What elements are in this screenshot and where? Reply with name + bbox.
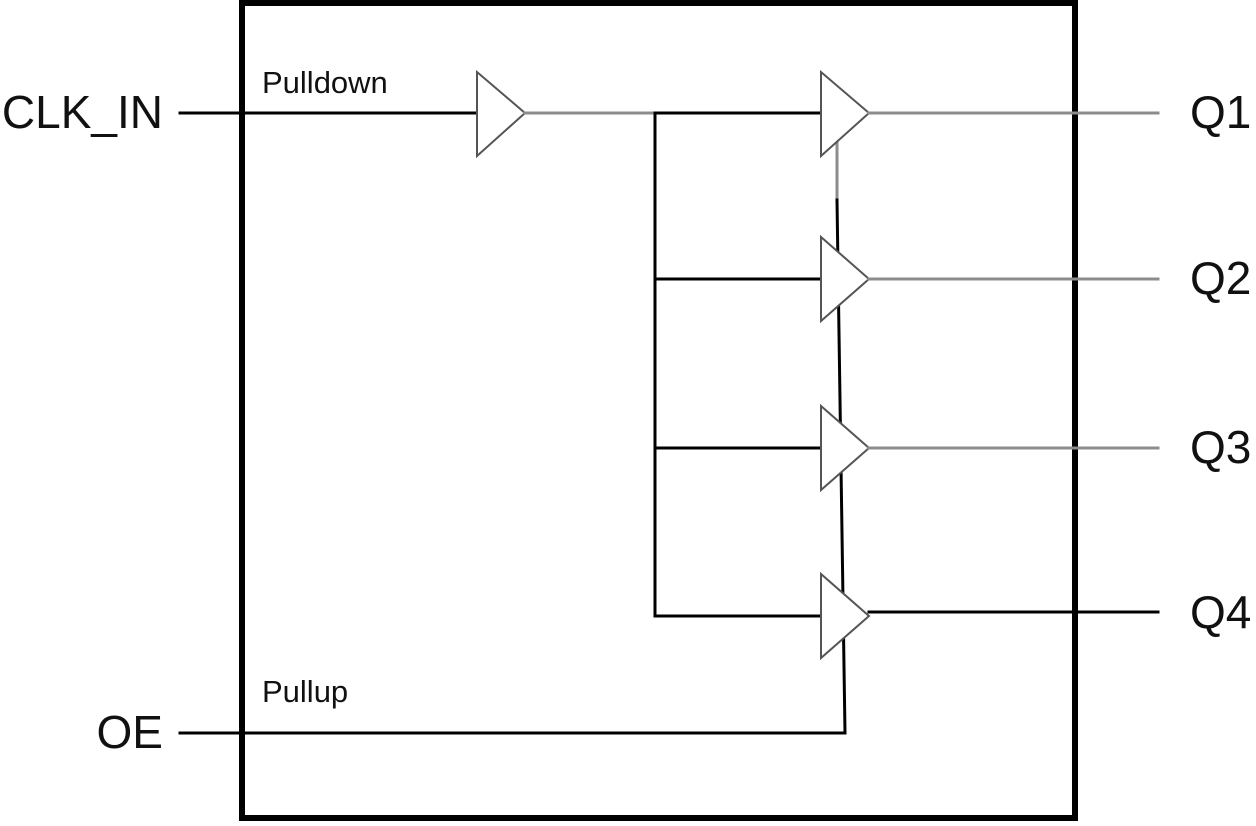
output-label-q4: Q4	[1190, 586, 1251, 638]
clk-in-label: CLK_IN	[2, 86, 163, 138]
pulldown-label: Pulldown	[262, 65, 388, 100]
input-buffer	[476, 69, 527, 159]
output-label-q2: Q2	[1190, 252, 1251, 304]
oe-label: OE	[97, 706, 163, 758]
output-buffer-q4	[820, 571, 871, 661]
output-label-q3: Q3	[1190, 421, 1251, 473]
output-label-q1: Q1	[1190, 86, 1251, 138]
output-buffer-q2	[820, 234, 871, 324]
pullup-label: Pullup	[262, 674, 348, 709]
output-buffer-q3	[820, 403, 871, 493]
chip-outline	[239, 0, 1078, 821]
output-buffer-q1	[820, 69, 871, 159]
